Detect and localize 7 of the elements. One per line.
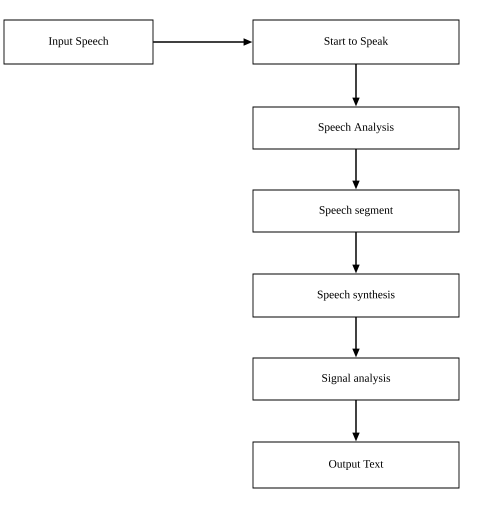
process-box: Speech synthesis — [252, 274, 460, 318]
process-box: Start to Speak — [252, 20, 460, 64]
process-box: Input Speech — [4, 20, 154, 64]
process-box: Signal analysis — [252, 358, 460, 400]
process-box: Speech segment — [252, 190, 460, 232]
process-box: Output Text — [252, 442, 460, 488]
process-box: Speech Analysis — [252, 106, 460, 150]
